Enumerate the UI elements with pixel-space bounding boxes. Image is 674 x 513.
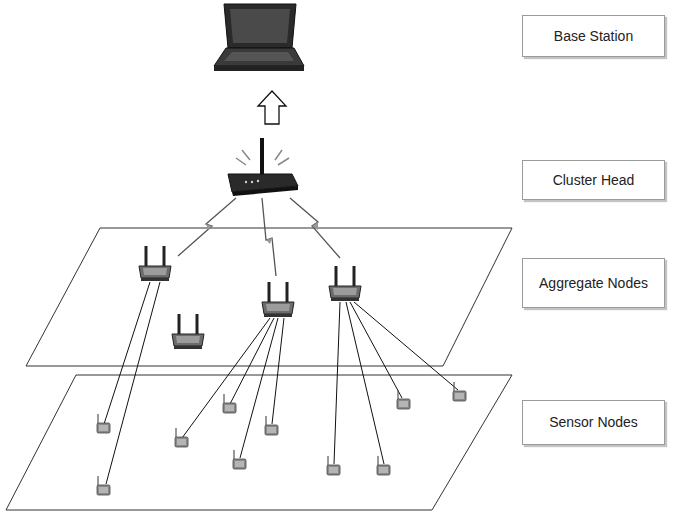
layer-label: Base Station bbox=[554, 28, 633, 45]
layer-label: Cluster Head bbox=[553, 172, 635, 189]
router-icon bbox=[228, 138, 298, 196]
sensor-node-icon bbox=[97, 382, 466, 495]
uplink-arrow bbox=[258, 91, 286, 124]
layer-label-box: Sensor Nodes bbox=[522, 400, 665, 445]
aggregate-node-icon bbox=[139, 246, 361, 349]
layer-label-box: Aggregate Nodes bbox=[522, 258, 665, 308]
layer-label-box: Cluster Head bbox=[522, 160, 665, 200]
layer-label: Aggregate Nodes bbox=[539, 275, 648, 292]
wireless-link bbox=[178, 198, 340, 276]
sensor-wire bbox=[104, 282, 458, 484]
layer-label: Sensor Nodes bbox=[549, 414, 638, 431]
layer-label-box: Base Station bbox=[522, 15, 665, 57]
wireless-link-fill bbox=[206, 222, 318, 244]
laptop-icon bbox=[214, 4, 304, 71]
